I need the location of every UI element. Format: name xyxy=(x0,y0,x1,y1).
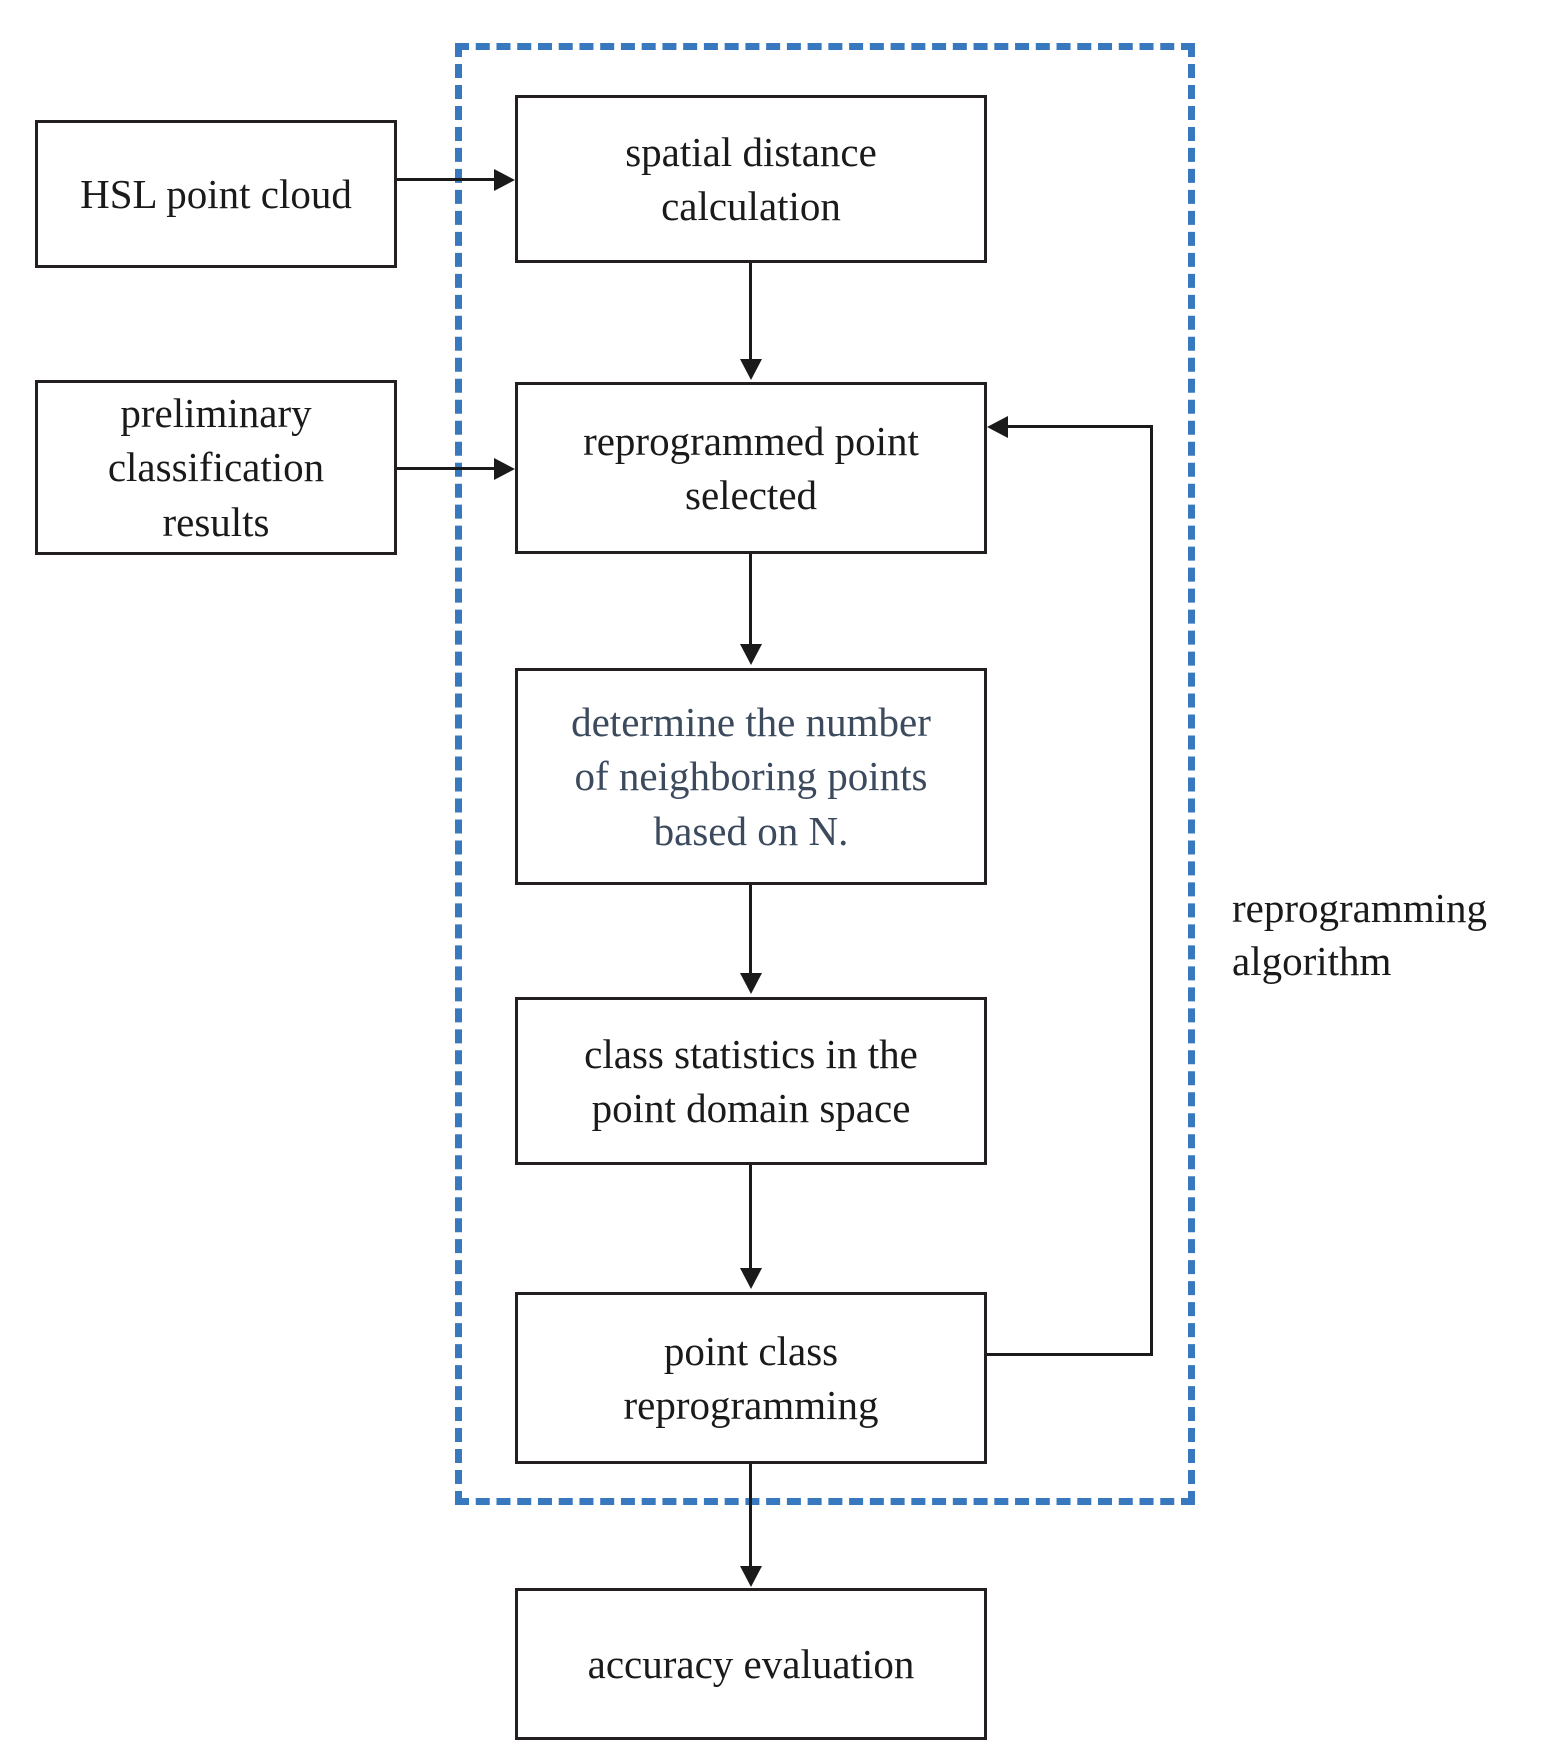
node-determine-neighboring-points-label: determine the number of neighboring poin… xyxy=(571,699,931,854)
edge-feedback-loop-top-segment xyxy=(1008,425,1153,428)
node-point-class-reprogramming-label: point class reprogramming xyxy=(623,1327,879,1428)
edge-preliminary-to-reprogrammed-point-arrowhead xyxy=(494,458,515,480)
node-accuracy-evaluation[interactable]: accuracy evaluation xyxy=(515,1588,987,1740)
node-spatial-distance-calculation[interactable]: spatial distance calculation xyxy=(515,95,987,263)
edge-reprogrammed-point-to-determine-line xyxy=(749,554,752,646)
edge-point-class-to-accuracy-arrowhead xyxy=(740,1566,762,1587)
caption-reprogramming-algorithm: reprogramming algorithm xyxy=(1232,885,1488,985)
edge-feedback-loop-right-segment xyxy=(1150,425,1153,1356)
edge-class-statistics-to-point-class-arrowhead xyxy=(740,1268,762,1289)
edge-determine-to-class-statistics-arrowhead xyxy=(740,973,762,994)
edge-feedback-loop-arrowhead xyxy=(987,416,1008,438)
edge-preliminary-to-reprogrammed-point-line xyxy=(397,467,497,470)
node-hsl-point-cloud-label: HSL point cloud xyxy=(80,170,352,217)
node-spatial-distance-calculation-label: spatial distance calculation xyxy=(625,128,877,229)
node-determine-neighboring-points[interactable]: determine the number of neighboring poin… xyxy=(515,668,987,885)
node-class-statistics-point-domain-space[interactable]: class statistics in the point domain spa… xyxy=(515,997,987,1165)
edge-hsl-to-spatial-distance-line xyxy=(397,178,497,181)
edge-point-class-to-accuracy-line xyxy=(749,1464,752,1568)
node-reprogrammed-point-selected-label: reprogrammed point selected xyxy=(583,417,919,518)
node-point-class-reprogramming[interactable]: point class reprogramming xyxy=(515,1292,987,1464)
edge-class-statistics-to-point-class-line xyxy=(749,1165,752,1270)
node-class-statistics-point-domain-space-label: class statistics in the point domain spa… xyxy=(584,1030,918,1131)
edge-reprogrammed-point-to-determine-arrowhead xyxy=(740,644,762,665)
node-preliminary-classification-results-label: preliminary classification results xyxy=(107,390,325,545)
node-hsl-point-cloud[interactable]: HSL point cloud xyxy=(35,120,397,268)
edge-spatial-distance-to-reprogrammed-point-line xyxy=(749,263,752,361)
edge-hsl-to-spatial-distance-arrowhead xyxy=(494,169,515,191)
node-reprogrammed-point-selected[interactable]: reprogrammed point selected xyxy=(515,382,987,554)
node-preliminary-classification-results[interactable]: preliminary classification results xyxy=(35,380,397,555)
node-accuracy-evaluation-label: accuracy evaluation xyxy=(587,1640,915,1687)
edge-spatial-distance-to-reprogrammed-point-arrowhead xyxy=(740,359,762,380)
edge-feedback-loop-bottom-segment xyxy=(987,1353,1153,1356)
edge-determine-to-class-statistics-line xyxy=(749,885,752,975)
